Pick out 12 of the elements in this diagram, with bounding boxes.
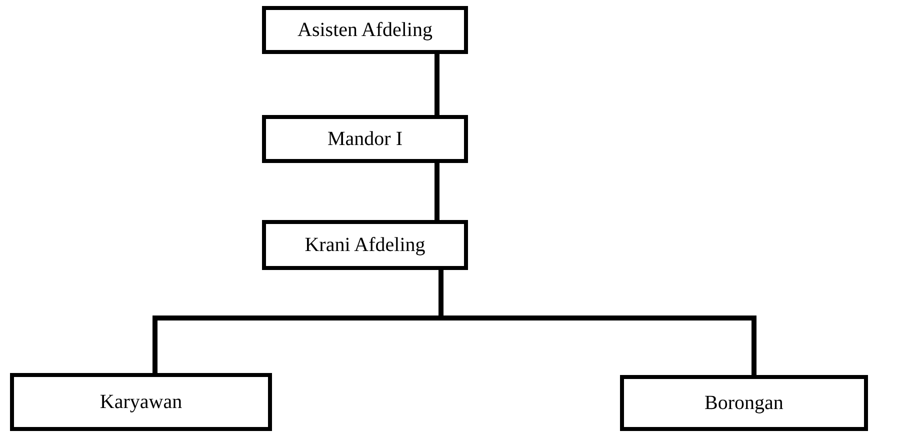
org-box <box>620 375 868 431</box>
org-box <box>262 6 468 54</box>
org-box <box>262 115 468 163</box>
box-label: Karyawan <box>100 390 182 414</box>
box-label: Asisten Afdeling <box>298 18 432 42</box>
box-label: Mandor I <box>328 128 402 150</box>
connector-line <box>434 54 440 115</box>
box-label: Krani Afdeling <box>304 234 426 256</box>
org-box <box>262 220 468 270</box>
connector-line <box>434 163 440 220</box>
box-label: Borongan <box>704 392 784 414</box>
org-box <box>10 373 272 431</box>
